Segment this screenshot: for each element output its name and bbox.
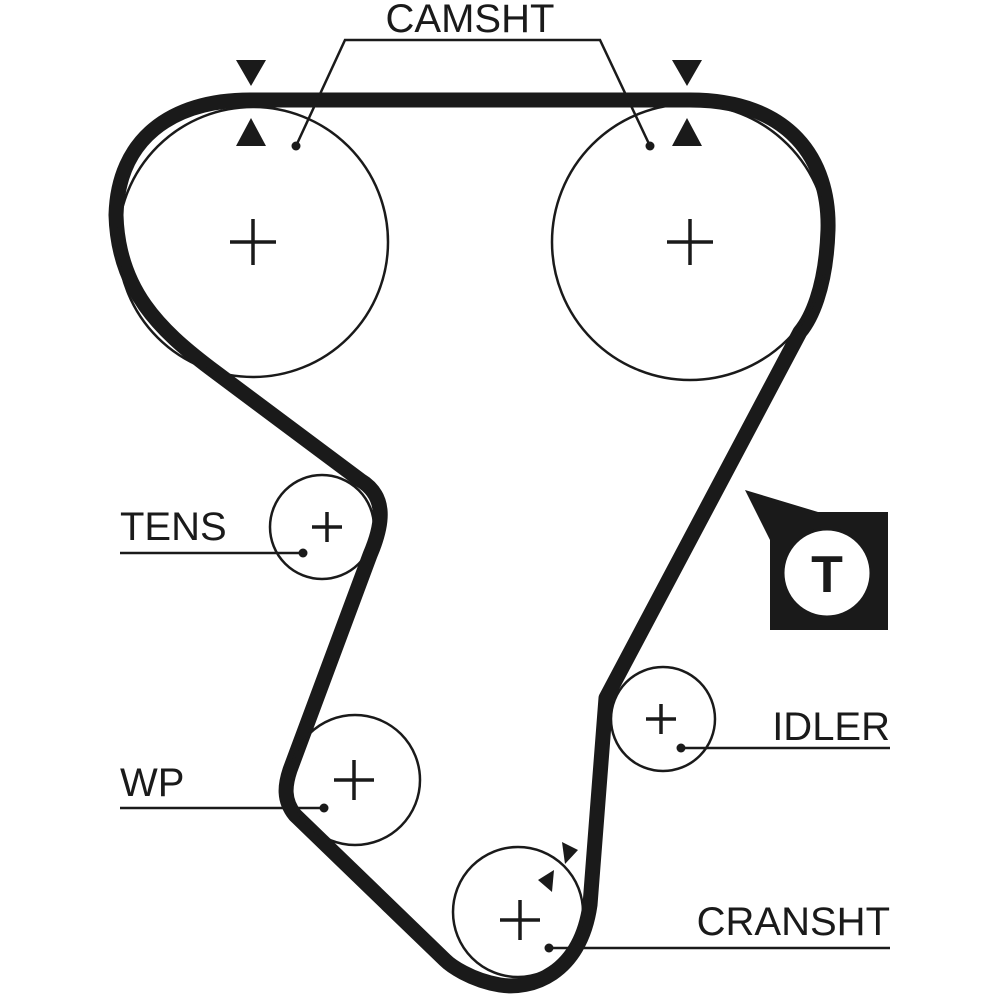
timing-mark-right xyxy=(672,60,702,146)
timing-arrow-up-icon xyxy=(236,118,266,146)
camshaft-leader-line xyxy=(294,38,652,147)
tensioner-label: TENS xyxy=(120,505,227,549)
camshaft-mark-dot xyxy=(645,141,655,151)
idler-pulley xyxy=(609,665,717,773)
tension-badge-circle xyxy=(781,527,873,619)
water-pump-label: WP xyxy=(120,761,184,805)
water-pump-mark-dot xyxy=(319,803,329,813)
center-cross-icon xyxy=(312,512,342,542)
tension-badge: T xyxy=(745,490,888,630)
crankshaft-pulley xyxy=(451,845,585,979)
center-cross-icon xyxy=(646,704,676,734)
center-cross-icon xyxy=(230,219,276,265)
center-cross-icon xyxy=(500,900,540,940)
tensioner-pulley xyxy=(268,473,376,581)
timing-mark-crankshaft xyxy=(538,842,578,892)
camshaft-pulley-right xyxy=(550,102,830,382)
camshaft-mark-dot xyxy=(291,141,301,151)
water-pump-pulley xyxy=(288,713,422,847)
timing-arrow-down-icon xyxy=(672,60,702,86)
center-cross-icon xyxy=(667,219,713,265)
tension-badge-letter: T xyxy=(811,546,843,604)
camshaft-pulley-left xyxy=(116,105,390,379)
center-cross-icon xyxy=(334,760,374,800)
timing-arrow-up-icon xyxy=(672,118,702,146)
timing-arrow-down-icon xyxy=(236,60,266,86)
idler-label: IDLER xyxy=(772,705,890,749)
idler-mark-dot xyxy=(676,743,686,753)
timing-arrow-icon xyxy=(538,870,554,892)
crankshaft-mark-dot xyxy=(544,943,554,953)
tensioner-mark-dot xyxy=(298,548,308,558)
timing-mark-left xyxy=(236,60,266,146)
timing-arrow-icon xyxy=(562,842,578,864)
camshaft-label: CAMSHT xyxy=(386,0,555,41)
crankshaft-label: CRANSHT xyxy=(697,900,890,944)
